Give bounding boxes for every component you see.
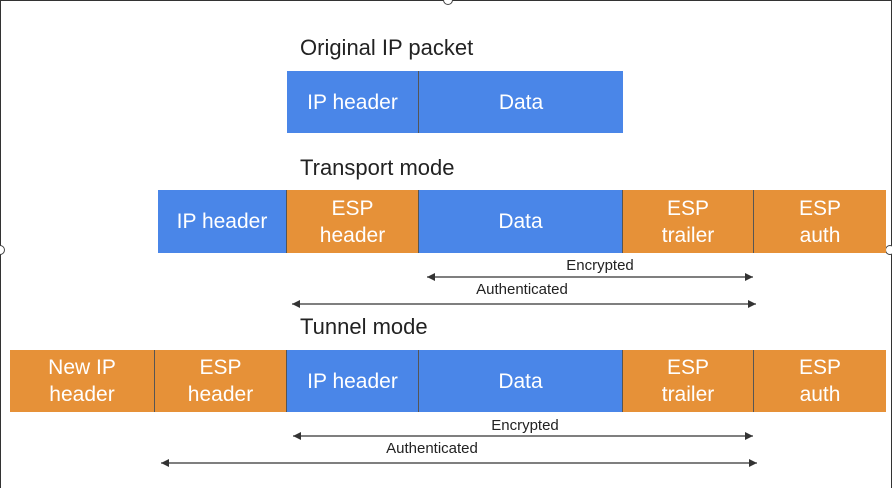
cell-label: Data — [498, 210, 543, 233]
transport-authenticated-arrow — [290, 298, 758, 310]
transport-authenticated-label: Authenticated — [476, 281, 568, 298]
tunnel-esp-header-cell: ESP header — [155, 350, 287, 412]
tunnel-esp-trailer-cell: ESP trailer — [623, 350, 754, 412]
cell-label: IP header — [307, 90, 398, 114]
cell-label: ESP trailer — [661, 356, 715, 406]
transport-data-cell: Data — [419, 190, 623, 253]
original-ip-header-cell: IP header — [287, 71, 419, 133]
tunnel-data-cell: Data — [419, 350, 623, 412]
resize-handle-right[interactable] — [885, 245, 892, 255]
cell-label: IP header — [176, 210, 268, 233]
tunnel-esp-auth-cell: ESP auth — [754, 350, 886, 412]
transport-ip-header-cell: IP header — [158, 190, 287, 253]
cell-label: IP header — [307, 369, 398, 393]
tunnel-ip-header-cell: IP header — [287, 350, 419, 412]
cell-label: ESP auth — [798, 356, 842, 406]
tunnel-mode-title: Tunnel mode — [300, 314, 428, 339]
tunnel-encrypted-label: Encrypted — [491, 417, 559, 434]
cell-label: ESP header — [319, 196, 386, 247]
tunnel-authenticated-label: Authenticated — [386, 440, 478, 457]
cell-label: ESP trailer — [661, 196, 715, 247]
cell-label: ESP auth — [798, 196, 842, 247]
cell-label: Data — [498, 90, 544, 114]
transport-esp-auth-cell: ESP auth — [754, 190, 886, 253]
transport-packet-row: IP header ESP header Data ESP trailer ES… — [158, 190, 886, 253]
original-packet-title: Original IP packet — [300, 35, 474, 60]
cell-label: New IP header — [48, 356, 116, 406]
cell-label: Data — [498, 369, 543, 393]
tunnel-new-ip-header-cell: New IP header — [10, 350, 155, 412]
cell-label: ESP header — [187, 356, 254, 406]
tunnel-authenticated-arrow — [159, 457, 759, 469]
transport-mode-title: Transport mode — [300, 155, 455, 180]
transport-esp-header-cell: ESP header — [287, 190, 419, 253]
original-packet-row: IP header Data — [287, 71, 623, 133]
original-data-cell: Data — [419, 71, 623, 133]
transport-esp-trailer-cell: ESP trailer — [623, 190, 754, 253]
tunnel-packet-row: New IP header ESP header IP header Data … — [10, 350, 886, 412]
transport-encrypted-arrow — [425, 271, 755, 283]
tunnel-encrypted-arrow — [291, 430, 755, 442]
transport-encrypted-label: Encrypted — [566, 257, 634, 274]
